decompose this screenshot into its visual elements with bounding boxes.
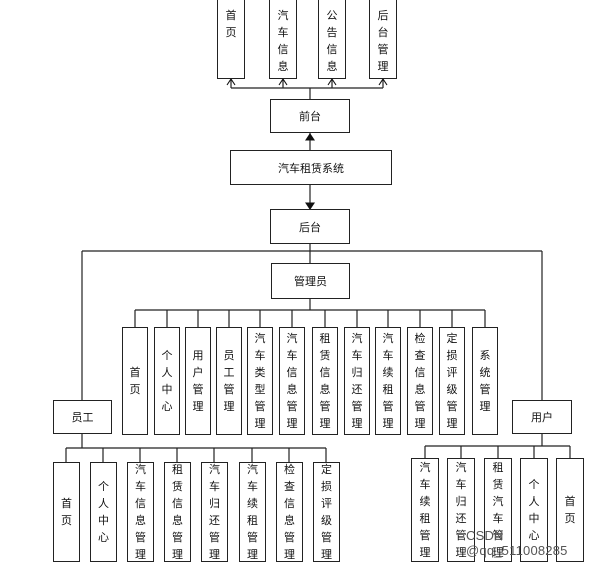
admin-item-return-mgmt: 汽车归还管理 [344, 327, 370, 435]
arrow-head [304, 202, 316, 210]
staff-item-inspection-mgmt: 检查信息管理 [276, 462, 303, 562]
staff-item-renewal-mgmt: 汽车续租管理 [239, 462, 266, 562]
front-item-car-info: 汽车信息 [269, 0, 297, 79]
staff-item-rental-mgmt: 租赁信息管理 [164, 462, 191, 562]
user-item-profile: 个人中心 [520, 458, 548, 562]
arrow-head [226, 78, 236, 86]
system-node: 汽车租赁系统 [230, 150, 392, 185]
user-item-rent-car-mgmt: 租赁汽车管理 [484, 458, 512, 562]
admin-item-rental-mgmt: 租赁信息管理 [312, 327, 338, 435]
front-node: 前台 [270, 99, 350, 133]
admin-item-home: 首页 [122, 327, 148, 435]
staff-item-profile: 个人中心 [90, 462, 117, 562]
admin-item-car-type-mgmt: 汽车类型管理 [247, 327, 273, 435]
user-item-return-mgmt: 汽车归还管理 [447, 458, 475, 562]
admin-item-system-mgmt: 系统管理 [472, 327, 498, 435]
front-item-notice: 公告信息 [318, 0, 346, 79]
front-item-home: 首页 [217, 0, 245, 79]
staff-node: 员工 [53, 400, 112, 434]
staff-item-car-info-mgmt: 汽车信息管理 [127, 462, 154, 562]
staff-item-damage-mgmt: 定损评级管理 [313, 462, 340, 562]
staff-item-return-mgmt: 汽车归还管理 [201, 462, 228, 562]
user-item-renewal-mgmt: 汽车续租管理 [411, 458, 439, 562]
arrow-head [327, 78, 337, 86]
user-node: 用户 [512, 400, 572, 434]
admin-item-staff-mgmt: 员工管理 [216, 327, 242, 435]
admin-item-user-mgmt: 用户管理 [185, 327, 211, 435]
front-item-backend: 后台管理 [369, 0, 397, 79]
user-item-home: 首页 [556, 458, 584, 562]
arrow-head [278, 78, 288, 86]
back-node: 后台 [270, 209, 350, 244]
admin-item-renewal-mgmt: 汽车续租管理 [375, 327, 401, 435]
admin-item-inspection-mgmt: 检查信息管理 [407, 327, 433, 435]
admin-item-car-info-mgmt: 汽车信息管理 [279, 327, 305, 435]
admin-item-damage-mgmt: 定损评级管理 [439, 327, 465, 435]
admin-node: 管理员 [271, 263, 350, 299]
watermark: CSDN @qq_511008285 [466, 528, 568, 558]
arrow-head [378, 78, 388, 86]
staff-item-home: 首页 [53, 462, 80, 562]
admin-item-profile: 个人中心 [154, 327, 180, 435]
arrow-head [304, 133, 316, 141]
